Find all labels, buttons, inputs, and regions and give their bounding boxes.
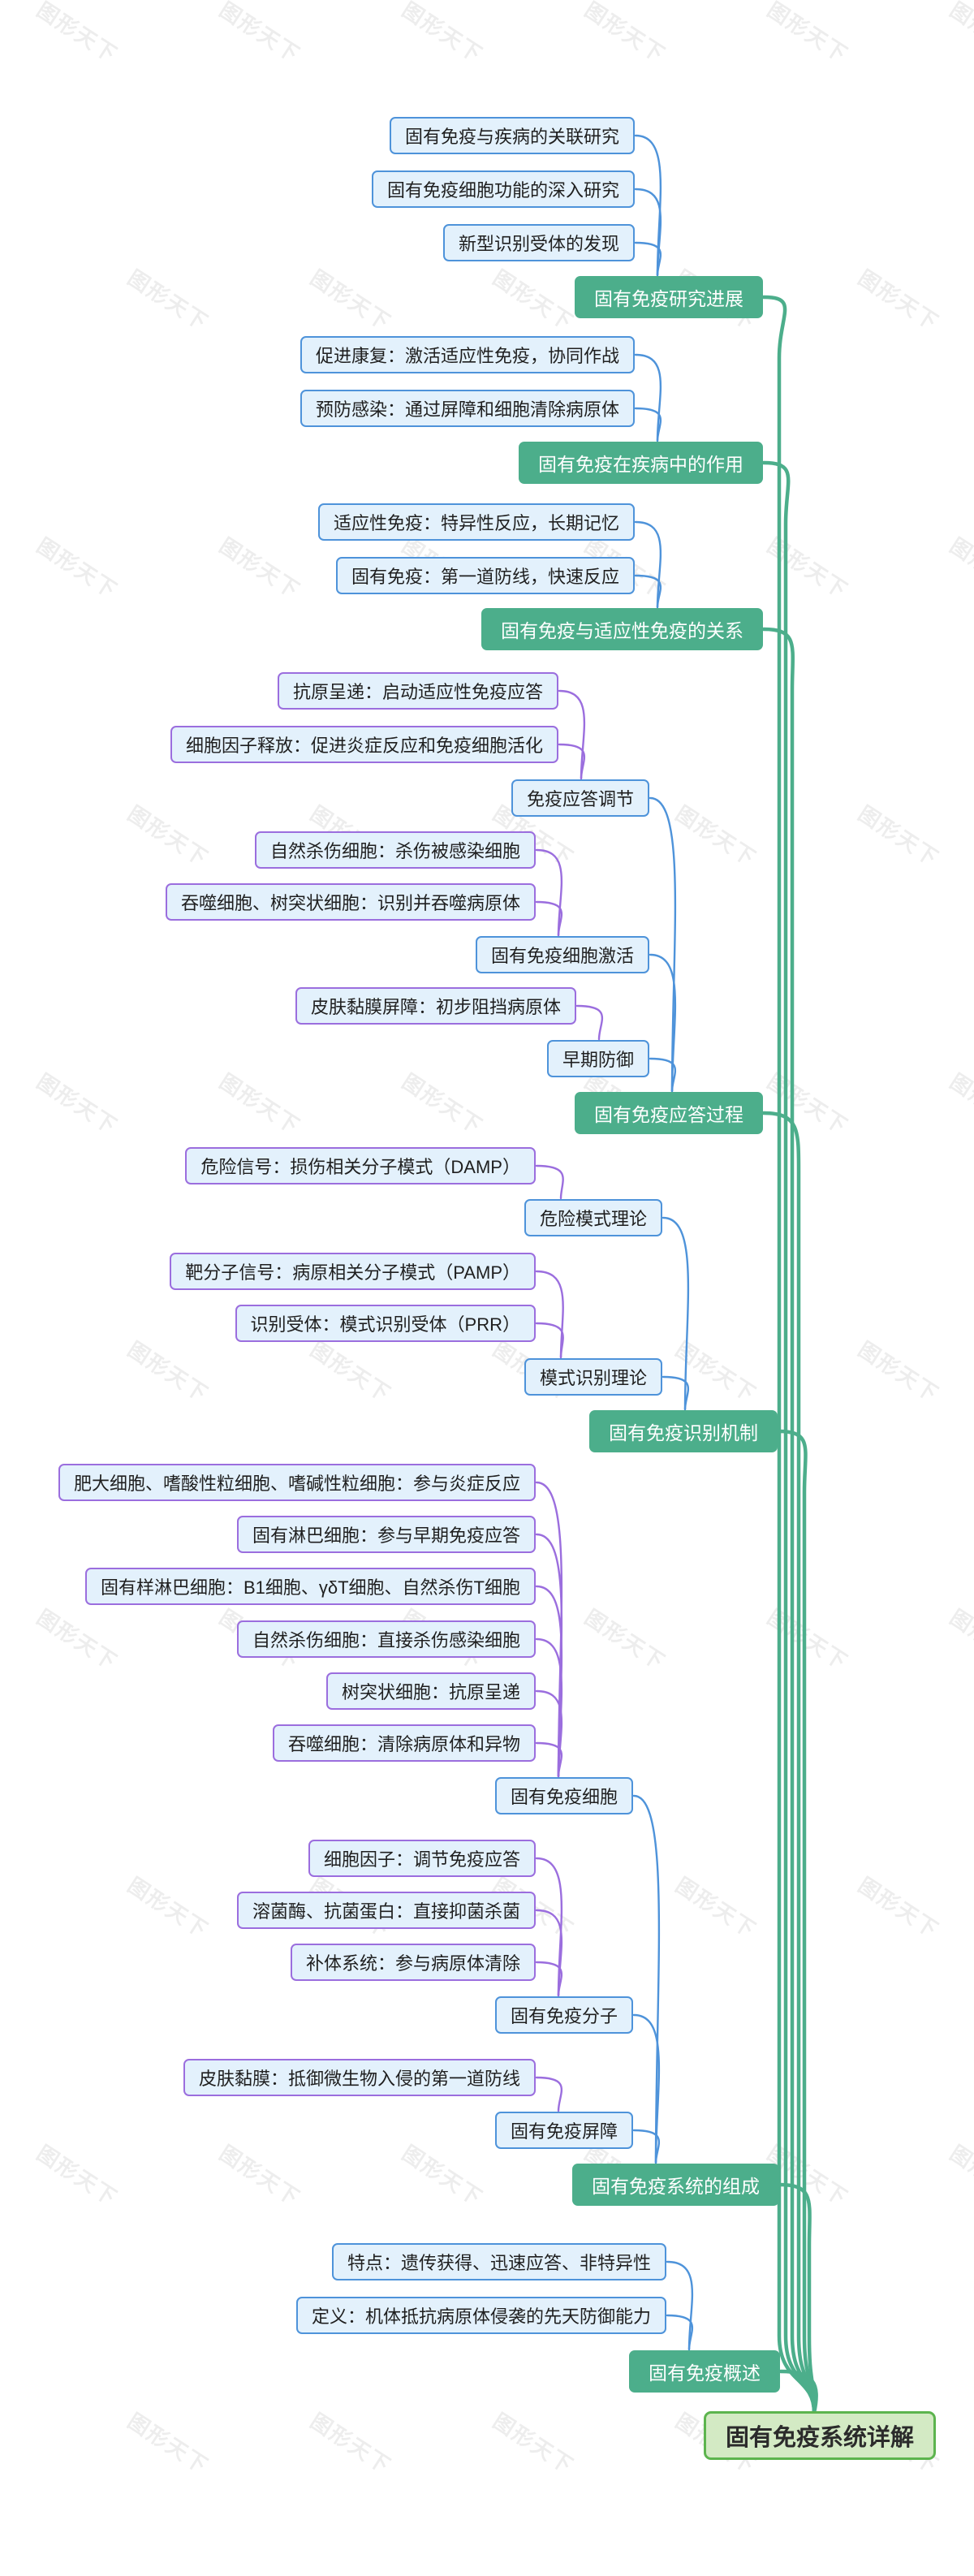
edge-n4b: [649, 953, 677, 1093]
edge-c3a: [634, 520, 662, 609]
topic-node-c5b2[interactable]: 识别受体：模式识别受体（PRR）: [235, 1305, 536, 1342]
topic-node-c4a2[interactable]: 细胞因子释放：促进炎症反应和免疫细胞活化: [170, 726, 558, 763]
branch-node-h2[interactable]: 固有免疫在疾病中的作用: [519, 442, 763, 484]
edge-n6c: [632, 2129, 660, 2164]
branch-node-h6[interactable]: 固有免疫系统的组成: [572, 2164, 779, 2206]
edge-c7b: [666, 2314, 693, 2351]
topic-node-c7b[interactable]: 定义：机体抵抗病原体侵袭的先天防御能力: [295, 2297, 666, 2334]
topic-node-c3b[interactable]: 固有免疫：第一道防线，快速反应: [335, 557, 635, 594]
edge-c1b: [634, 188, 662, 277]
edge-c1a: [634, 134, 662, 277]
edge-c6b3: [535, 1961, 562, 1997]
edge-c4b2: [535, 900, 562, 937]
topic-node-c4b2[interactable]: 吞噬细胞、树突状细胞：识别并吞噬病原体: [165, 883, 536, 921]
branch-node-h4[interactable]: 固有免疫应答过程: [575, 1092, 763, 1134]
topic-node-n6c[interactable]: 固有免疫屏障: [494, 2112, 633, 2149]
branch-node-h1[interactable]: 固有免疫研究进展: [575, 276, 763, 318]
topic-node-c5b1[interactable]: 靶分子信号：病原相关分子模式（PAMP）: [170, 1253, 536, 1290]
topic-node-n4a[interactable]: 免疫应答调节: [511, 779, 649, 817]
edge-c3b: [634, 574, 662, 609]
topic-node-n4c[interactable]: 早期防御: [546, 1040, 649, 1077]
topic-node-n6b[interactable]: 固有免疫分子: [494, 1996, 633, 2034]
edge-n4a: [649, 796, 677, 1093]
edge-c6c1: [535, 2076, 562, 2112]
topic-node-c6a3[interactable]: 固有样淋巴细胞：B1细胞、γδT细胞、自然杀伤T细胞: [84, 1568, 536, 1605]
edge-n5b: [662, 1375, 689, 1411]
edge-c4a2: [558, 743, 585, 780]
topic-node-c4c1[interactable]: 皮肤黏膜屏障：初步阻挡病原体: [295, 987, 576, 1025]
topic-node-n5b[interactable]: 模式识别理论: [524, 1358, 662, 1396]
edge-c5b1: [535, 1270, 564, 1359]
topic-node-n4b[interactable]: 固有免疫细胞激活: [475, 936, 649, 973]
edge-c4a1: [558, 689, 586, 780]
topic-node-c3a[interactable]: 适应性免疫：特异性反应，长期记忆: [317, 503, 635, 541]
edge-c7a: [666, 2260, 694, 2351]
topic-node-c6a2[interactable]: 固有淋巴细胞：参与早期免疫应答: [236, 1516, 536, 1553]
edge-c5a1: [535, 1164, 564, 1200]
topic-node-c1b[interactable]: 固有免疫细胞功能的深入研究: [371, 170, 635, 208]
edge-c6a5: [535, 1689, 563, 1778]
edge-c1c: [634, 241, 662, 277]
topic-node-c1c[interactable]: 新型识别受体的发现: [442, 224, 635, 261]
edge-h7: [778, 2369, 818, 2415]
edge-n6a: [632, 1794, 661, 2164]
root-node[interactable]: 固有免疫系统详解: [703, 2411, 936, 2460]
topic-node-n5a[interactable]: 危险模式理论: [524, 1199, 662, 1236]
edge-c4b1: [535, 848, 563, 937]
topic-node-c6a5[interactable]: 树突状细胞：抗原呈递: [325, 1672, 536, 1710]
edge-c6b2: [535, 1909, 563, 1997]
topic-node-c7a[interactable]: 特点：遗传获得、迅速应答、非特异性: [331, 2243, 666, 2280]
edge-c5b2: [535, 1322, 564, 1359]
topic-node-c5a1[interactable]: 危险信号：损伤相关分子模式（DAMP）: [185, 1147, 536, 1184]
topic-node-c6a1[interactable]: 肥大细胞、嗜酸性粒细胞、嗜碱性粒细胞：参与炎症反应: [58, 1464, 536, 1501]
edge-c2a: [634, 353, 662, 442]
topic-node-n6a[interactable]: 固有免疫细胞: [494, 1777, 633, 1814]
edge-c2b: [634, 407, 662, 442]
topic-node-c6c1[interactable]: 皮肤黏膜：抵御微生物入侵的第一道防线: [183, 2059, 536, 2096]
topic-node-c2b[interactable]: 预防感染：通过屏障和细胞清除病原体: [300, 390, 635, 427]
branch-node-h7[interactable]: 固有免疫概述: [629, 2350, 780, 2393]
topic-node-c1a[interactable]: 固有免疫与疾病的关联研究: [389, 117, 635, 154]
edge-n4c: [649, 1057, 676, 1093]
edge-c6a6: [535, 1741, 562, 1778]
topic-node-c6b2[interactable]: 溶菌酶、抗菌蛋白：直接抑菌杀菌: [236, 1892, 536, 1929]
topic-node-c6b3[interactable]: 补体系统：参与病原体清除: [290, 1944, 536, 1981]
edge-c6b1: [535, 1857, 563, 1997]
topic-node-c2a[interactable]: 促进康复：激活适应性免疫，协同作战: [300, 336, 635, 373]
edge-c6a1: [535, 1481, 563, 1778]
topic-node-c6a4[interactable]: 自然杀伤细胞：直接杀伤感染细胞: [236, 1620, 536, 1658]
topic-node-c4a1[interactable]: 抗原呈递：启动适应性免疫应答: [277, 672, 558, 710]
edge-n5a: [662, 1216, 690, 1411]
edge-c4c1: [575, 1004, 603, 1041]
edge-h1: [761, 295, 817, 2415]
branch-node-h5[interactable]: 固有免疫识别机制: [589, 1410, 778, 1452]
edge-h3: [761, 627, 817, 2415]
branch-node-h3[interactable]: 固有免疫与适应性免疫的关系: [481, 608, 763, 650]
topic-node-c6a6[interactable]: 吞噬细胞：清除病原体和异物: [272, 1724, 536, 1762]
topic-node-c4b1[interactable]: 自然杀伤细胞：杀伤被感染细胞: [254, 831, 536, 869]
topic-node-c6b1[interactable]: 细胞因子：调节免疫应答: [308, 1840, 536, 1877]
edge-h6: [778, 2182, 817, 2415]
edge-h4: [761, 1111, 817, 2415]
